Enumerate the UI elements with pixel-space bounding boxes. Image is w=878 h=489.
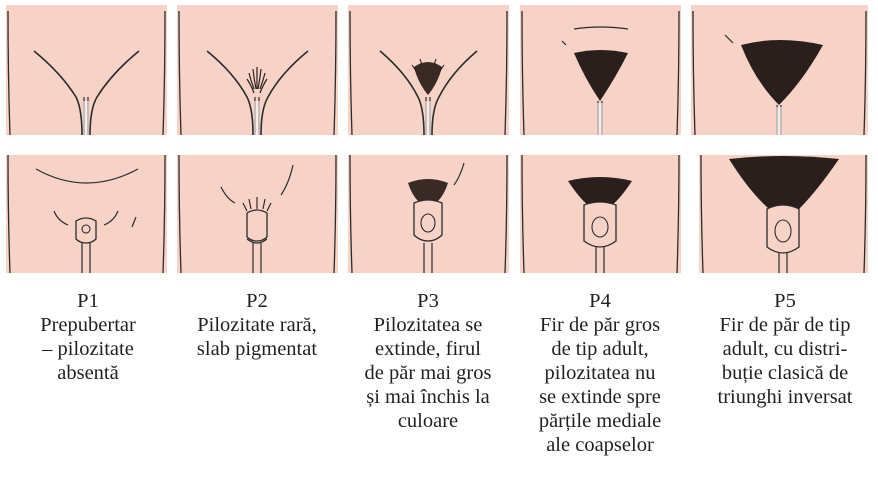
stage-label-p4: P4 — [514, 289, 686, 313]
female-illustration-p3 — [348, 5, 509, 135]
male-illustration-p4 — [520, 155, 681, 273]
stage-label-p2: P2 — [171, 289, 343, 313]
stage-label-p1: P1 — [2, 289, 174, 313]
male-p2-drawing — [177, 155, 338, 273]
female-p2-drawing — [177, 5, 338, 135]
female-illustration-p4 — [520, 5, 681, 135]
male-illustration-p3 — [348, 155, 509, 273]
male-p3-drawing — [348, 155, 509, 273]
male-illustration-p5 — [699, 155, 868, 273]
female-p4-drawing — [520, 5, 681, 135]
caption-p4: P4 Fir de păr gros de tip adult, pilozit… — [514, 289, 686, 457]
male-p1-drawing — [6, 155, 167, 273]
stage-description-p5: Fir de păr de tip adult, cu distri- buți… — [695, 313, 875, 409]
male-p5-drawing — [699, 155, 868, 273]
stage-label-p3: P3 — [342, 289, 514, 313]
stage-label-p5: P5 — [695, 289, 875, 313]
female-p3-drawing — [348, 5, 509, 135]
stage-description-p1: Prepubertar – pilozitate absentă — [2, 313, 174, 385]
caption-p1: P1 Prepubertar – pilozitate absentă — [2, 289, 174, 385]
female-illustration-p1 — [6, 5, 167, 135]
caption-p2: P2 Pilozitate rară, slab pigmentat — [171, 289, 343, 361]
stage-description-p4: Fir de păr gros de tip adult, pilozitate… — [514, 313, 686, 457]
caption-p5: P5 Fir de păr de tip adult, cu distri- b… — [695, 289, 875, 409]
female-p1-drawing — [6, 5, 167, 135]
male-p4-drawing — [520, 155, 681, 273]
female-p5-drawing — [691, 5, 868, 135]
female-illustration-p2 — [177, 5, 338, 135]
male-illustration-p2 — [177, 155, 338, 273]
caption-p3: P3 Pilozitatea se extinde, firul de păr … — [342, 289, 514, 433]
male-illustration-p1 — [6, 155, 167, 273]
female-illustration-p5 — [691, 5, 868, 135]
stage-description-p2: Pilozitate rară, slab pigmentat — [171, 313, 343, 361]
stage-description-p3: Pilozitatea se extinde, firul de păr mai… — [342, 313, 514, 433]
